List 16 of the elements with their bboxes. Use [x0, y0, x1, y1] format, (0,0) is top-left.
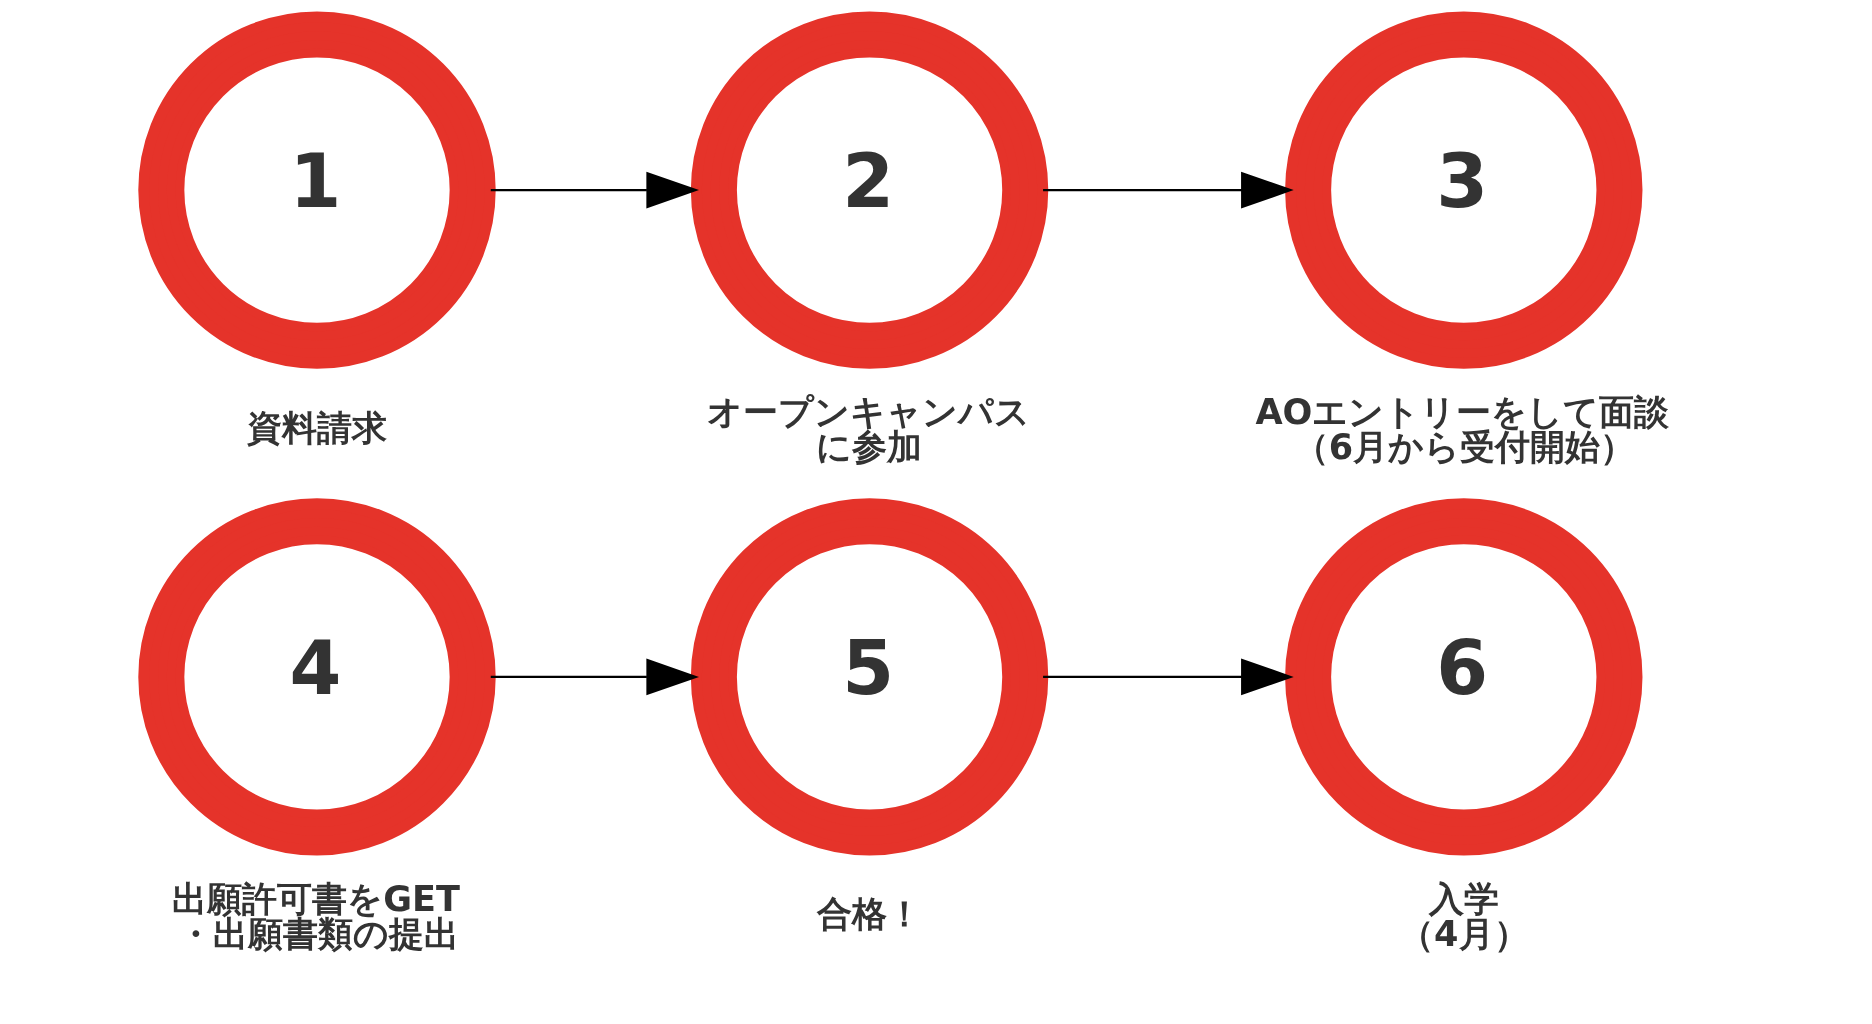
- node-circle: 5: [690, 498, 1049, 856]
- node-label: AOエントリーをして面談（6月から受付開始）: [1255, 391, 1670, 468]
- node-label: 合格！: [816, 893, 922, 935]
- node-circle: 1: [138, 11, 496, 369]
- arrow: [1043, 171, 1294, 209]
- node-label: 出願許可書をGET・出願書類の提出: [172, 878, 460, 955]
- arrow: [490, 171, 699, 209]
- node-circle: 6: [1285, 498, 1643, 856]
- arrow: [490, 658, 699, 696]
- node-label: 入学（4月）: [1399, 878, 1529, 955]
- node-label: オープンキャンパスに参加: [707, 391, 1031, 468]
- node-circle: 3: [1285, 11, 1643, 369]
- node-label: 資料請求: [246, 406, 387, 448]
- node-circle: 2: [690, 11, 1049, 369]
- node-circle: 4: [138, 498, 496, 856]
- arrow: [1043, 658, 1294, 696]
